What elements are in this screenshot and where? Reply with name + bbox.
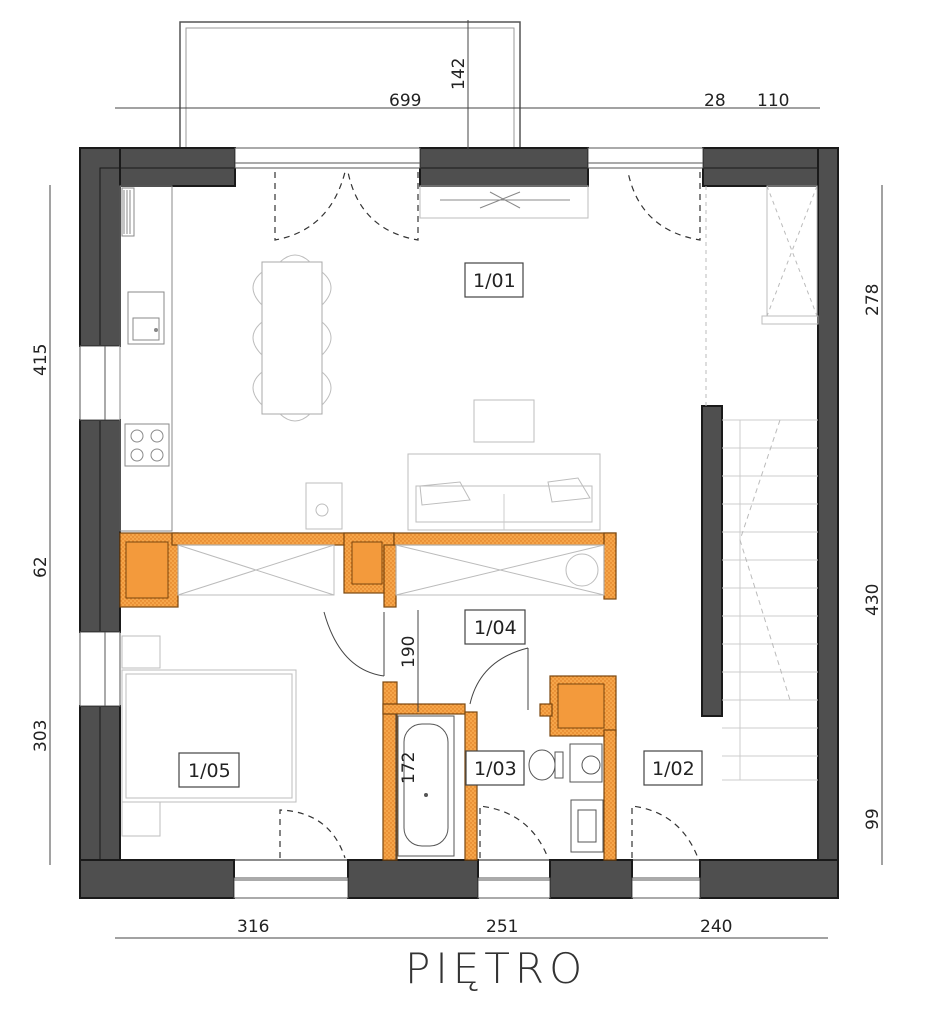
- dim-left-303: 303: [31, 720, 51, 752]
- room-label-105: 1/05: [178, 752, 240, 788]
- dim-inner-190: 190: [399, 636, 419, 668]
- floor-title: PIĘTRO: [405, 944, 587, 993]
- inner-doors: [323, 611, 529, 710]
- windows: [79, 147, 704, 899]
- dim-bottom-251: 251: [486, 917, 518, 937]
- tv-unit: [419, 185, 589, 219]
- dim-bottom-316: 316: [237, 917, 269, 937]
- wardrobes: [177, 544, 605, 596]
- dim-right-99: 99: [863, 808, 883, 830]
- dim-top-110: 110: [757, 91, 789, 111]
- dim-bottom-240: 240: [700, 917, 732, 937]
- dining-table: [252, 254, 332, 422]
- kitchen-counter: [119, 185, 173, 532]
- dim-right-430: 430: [863, 584, 883, 616]
- balcony: [179, 21, 521, 153]
- bathroom-fixtures: [397, 715, 604, 857]
- svg-text:1/03: 1/03: [474, 758, 517, 780]
- room-label-104: 1/04: [464, 609, 526, 645]
- dim-top-699: 699: [389, 91, 421, 111]
- bedroom-furniture: [121, 635, 297, 837]
- dim-left-62: 62: [31, 556, 51, 578]
- room-label-103: 1/03: [465, 750, 525, 786]
- svg-text:1/02: 1/02: [652, 758, 695, 780]
- svg-text:1/05: 1/05: [188, 760, 231, 782]
- room-label-102: 1/02: [643, 750, 703, 786]
- staircase: [701, 185, 819, 781]
- door-swings: [274, 171, 701, 859]
- dim-left-415: 415: [31, 344, 51, 376]
- dim-top-28: 28: [704, 91, 726, 111]
- svg-text:1/01: 1/01: [473, 270, 516, 292]
- dim-right-278: 278: [863, 284, 883, 316]
- living-furniture: [305, 399, 601, 531]
- svg-text:1/04: 1/04: [474, 617, 517, 639]
- dim-top-142: 142: [449, 58, 469, 90]
- dim-inner-172: 172: [399, 752, 419, 784]
- partition-walls: [119, 532, 617, 861]
- dimension-lines: [49, 20, 883, 939]
- room-label-101: 1/01: [464, 262, 524, 298]
